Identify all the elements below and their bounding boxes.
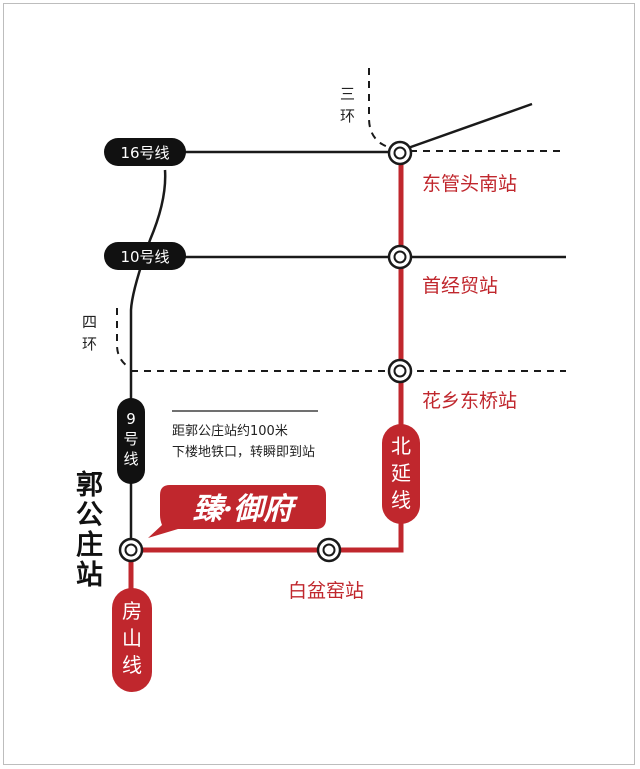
fangshan-char-3: 线 — [122, 653, 142, 677]
station-label-shoujingmao: 首经贸站 — [422, 275, 498, 297]
station-label-huaxiangdongqiao: 花乡东桥站 — [422, 390, 517, 412]
station-huaxiangdongqiao-icon — [387, 358, 413, 384]
station-label-guogongzhuang-3: 庄 — [76, 529, 103, 561]
map-frame — [3, 3, 635, 765]
north-ext-char-1: 北 — [391, 434, 411, 458]
station-shoujingmao-icon — [387, 244, 413, 270]
black-lines — [129, 102, 566, 545]
north-ext-char-3: 线 — [391, 488, 411, 512]
station-label-dongguantounan: 东管头南站 — [422, 173, 517, 195]
red-lines — [128, 152, 404, 690]
line-10-pill: 10号线 — [104, 242, 186, 270]
brand-name: 臻·御府 — [193, 492, 298, 527]
line9-track — [129, 169, 167, 545]
fangshan-line-pill: 房 山 线 — [112, 588, 152, 692]
fangshan-char-2: 山 — [122, 626, 142, 650]
note-line-1: 距郭公庄站约100米 — [172, 423, 288, 439]
station-label-guogongzhuang-2: 公 — [76, 500, 103, 531]
line-16-pill: 16号线 — [104, 138, 186, 166]
north-ext-char-2: 延 — [391, 461, 411, 485]
fangshan-north-ext-track — [128, 152, 404, 690]
fourth-ring-road — [116, 308, 131, 369]
note-line-2: 下楼地铁口，转瞬即到站 — [172, 445, 315, 460]
station-baipenyao-icon — [316, 537, 342, 563]
brand-callout: 臻·御府 — [148, 485, 326, 538]
third-ring-label-2: 环 — [340, 107, 355, 125]
line-9-char-1: 9 — [126, 410, 136, 428]
line16-track-east — [407, 102, 533, 150]
fourth-ring-label-2: 环 — [82, 335, 97, 353]
line-16-label: 16号线 — [120, 144, 169, 162]
station-label-baipenyao: 白盆窑站 — [288, 580, 364, 602]
line-10-label: 10号线 — [120, 248, 169, 266]
station-guogongzhuang-icon — [118, 537, 144, 563]
line-9-char-3: 线 — [123, 450, 138, 468]
station-label-guogongzhuang-1: 郭 — [76, 470, 103, 501]
north-extension-pill: 北 延 线 — [382, 424, 420, 524]
fangshan-char-1: 房 — [122, 599, 142, 623]
fourth-ring-label-1: 四 — [82, 313, 97, 331]
third-ring-label-1: 三 — [340, 85, 355, 103]
station-dongguantounan-icon — [387, 140, 413, 166]
line-9-char-2: 号 — [123, 430, 138, 448]
station-label-guogongzhuang-4: 站 — [76, 560, 103, 591]
ring-roads — [116, 68, 566, 372]
third-ring-road — [368, 68, 389, 148]
line-9-pill: 9 号 线 — [117, 398, 145, 484]
